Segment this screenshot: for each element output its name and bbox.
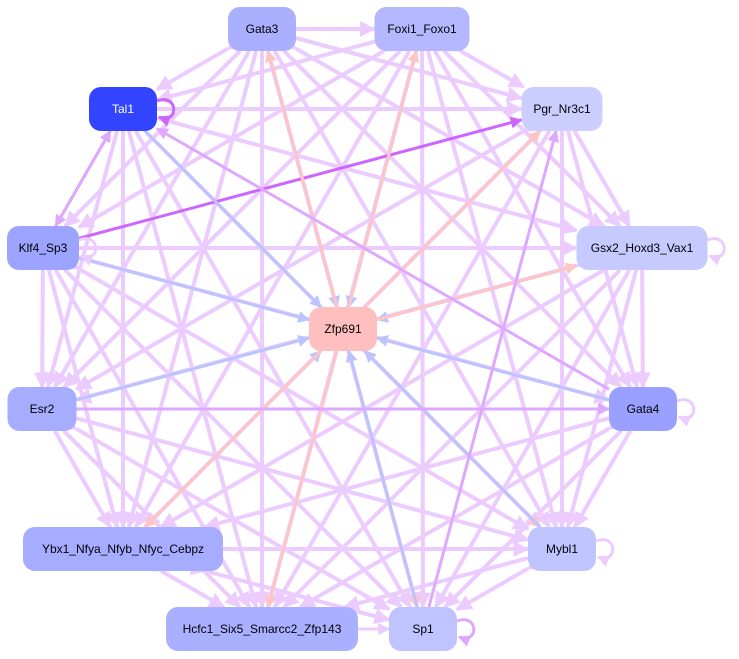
node-zfp691[interactable]: Zfp691 bbox=[309, 307, 377, 351]
edge bbox=[54, 129, 112, 227]
node-box bbox=[7, 387, 77, 431]
node-label: Gata3 bbox=[246, 22, 279, 36]
node-sp1[interactable]: Sp1 bbox=[389, 607, 457, 651]
self-loop-edge bbox=[676, 398, 696, 427]
node-label: Sp1 bbox=[412, 622, 434, 636]
edges-layer bbox=[34, 21, 726, 647]
self-loop-edge bbox=[595, 538, 615, 567]
self-loop-edge bbox=[156, 98, 176, 127]
node-label: Zfp691 bbox=[324, 322, 362, 336]
edge bbox=[143, 349, 323, 529]
node-pgr-nr3c1[interactable]: Pgr_Nr3c1 bbox=[521, 87, 603, 131]
node-gata3[interactable]: Gata3 bbox=[228, 7, 296, 51]
node-box bbox=[521, 87, 603, 131]
node-label: Hcfc1_Six5_Smarcc2_Zfp143 bbox=[183, 622, 342, 636]
node-gata4[interactable]: Gata4 bbox=[609, 387, 677, 431]
self-loop-edge bbox=[706, 237, 726, 266]
node-label: Ybx1_Nfya_Nfyb_Nfyc_Cebpz bbox=[42, 542, 204, 556]
node-label: Gata4 bbox=[627, 402, 660, 416]
edge bbox=[78, 256, 311, 323]
edge bbox=[155, 127, 610, 391]
node-box bbox=[309, 307, 377, 351]
node-box bbox=[23, 527, 223, 571]
node-box bbox=[89, 87, 157, 131]
node-box bbox=[374, 7, 470, 51]
node-tal1[interactable]: Tal1 bbox=[89, 87, 157, 131]
node-box bbox=[228, 7, 296, 51]
node-box bbox=[528, 527, 596, 571]
edge bbox=[363, 349, 542, 529]
node-label: Pgr_Nr3c1 bbox=[533, 102, 591, 116]
node-foxi1-foxo1[interactable]: Foxi1_Foxo1 bbox=[374, 7, 470, 51]
edge bbox=[144, 556, 226, 609]
node-label: Esr2 bbox=[30, 402, 55, 416]
edge bbox=[455, 554, 545, 612]
self-loop-edge bbox=[78, 237, 98, 266]
node-mybl1[interactable]: Mybl1 bbox=[528, 527, 596, 571]
edge bbox=[634, 255, 651, 389]
node-label: Gsx2_Hoxd3_Vax1 bbox=[591, 241, 694, 255]
node-ybx1-nfya-nfyb-nfyc-cebpz[interactable]: Ybx1_Nfya_Nfyb_Nfyc_Cebpz bbox=[23, 527, 223, 571]
node-box bbox=[576, 226, 708, 270]
node-label: Tal1 bbox=[112, 102, 134, 116]
edge bbox=[189, 559, 391, 624]
edge bbox=[76, 335, 311, 402]
edge bbox=[414, 36, 431, 609]
self-loop-edge bbox=[456, 618, 476, 647]
node-label: Mybl1 bbox=[546, 542, 578, 556]
node-box bbox=[166, 607, 358, 651]
edge bbox=[78, 116, 523, 240]
node-label: Klf4_Sp3 bbox=[19, 241, 68, 255]
edge bbox=[264, 350, 339, 609]
node-box bbox=[389, 607, 457, 651]
node-box bbox=[609, 387, 677, 431]
node-box bbox=[7, 226, 79, 270]
node-klf4-sp3[interactable]: Klf4_Sp3 bbox=[7, 226, 79, 270]
edge bbox=[427, 129, 560, 608]
edge bbox=[347, 49, 420, 308]
node-gsx2-hoxd3-vax1[interactable]: Gsx2_Hoxd3_Vax1 bbox=[576, 226, 708, 270]
edge bbox=[159, 255, 621, 529]
edge bbox=[444, 36, 525, 89]
edge bbox=[143, 129, 323, 309]
edge bbox=[363, 129, 542, 309]
node-hcfc1-six5-smarcc2-zfp143[interactable]: Hcfc1_Six5_Smarcc2_Zfp143 bbox=[166, 607, 358, 651]
edge bbox=[376, 262, 578, 322]
node-esr2[interactable]: Esr2 bbox=[7, 387, 77, 431]
edge bbox=[264, 49, 339, 308]
node-label: Foxi1_Foxo1 bbox=[387, 22, 457, 36]
edge bbox=[345, 349, 419, 608]
edge bbox=[34, 255, 51, 389]
